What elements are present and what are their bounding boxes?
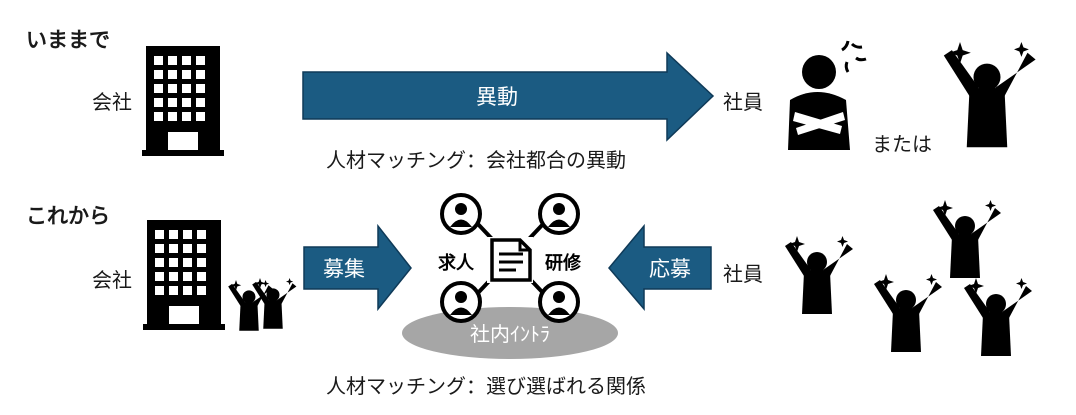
user-circle-icon bbox=[538, 193, 580, 235]
user-circle-icon bbox=[538, 281, 580, 323]
before-caption: 人材マッチング：会社都合の異動 bbox=[326, 148, 626, 172]
apply-arrow bbox=[608, 223, 712, 312]
cheering-staff-icon bbox=[228, 278, 297, 331]
transfer-arrow-label: 異動 bbox=[476, 85, 518, 109]
after-employee-label: 社員 bbox=[723, 262, 763, 286]
user-circle-icon bbox=[440, 281, 482, 323]
after-caption: 人材マッチング：選び選ばれる関係 bbox=[326, 374, 646, 398]
apply-arrow-label: 応募 bbox=[649, 257, 691, 281]
after-company-label: 会社 bbox=[92, 268, 132, 292]
frustrated-employee-icon bbox=[788, 40, 867, 150]
recruit-arrow bbox=[303, 223, 412, 312]
cheering-employees-icon bbox=[785, 200, 1032, 356]
before-employee-label: 社員 bbox=[723, 90, 763, 114]
happy-employee-icon bbox=[943, 42, 1036, 148]
company-building-icon bbox=[143, 220, 225, 330]
intranet-platform-label: 社内ｲﾝﾄﾗ bbox=[470, 322, 550, 346]
transfer-arrow bbox=[302, 51, 715, 142]
user-circle-icon bbox=[440, 193, 482, 235]
or-label: または bbox=[872, 132, 932, 156]
after-heading: これから bbox=[26, 204, 110, 228]
company-building-icon bbox=[142, 46, 224, 156]
recruit-arrow-label: 募集 bbox=[323, 257, 365, 281]
hub-training-label: 研修 bbox=[545, 252, 582, 274]
before-company-label: 会社 bbox=[92, 90, 132, 114]
hub-job-posting-label: 求人 bbox=[438, 252, 475, 274]
document-icon bbox=[487, 237, 533, 283]
before-heading: いままで bbox=[26, 28, 110, 52]
